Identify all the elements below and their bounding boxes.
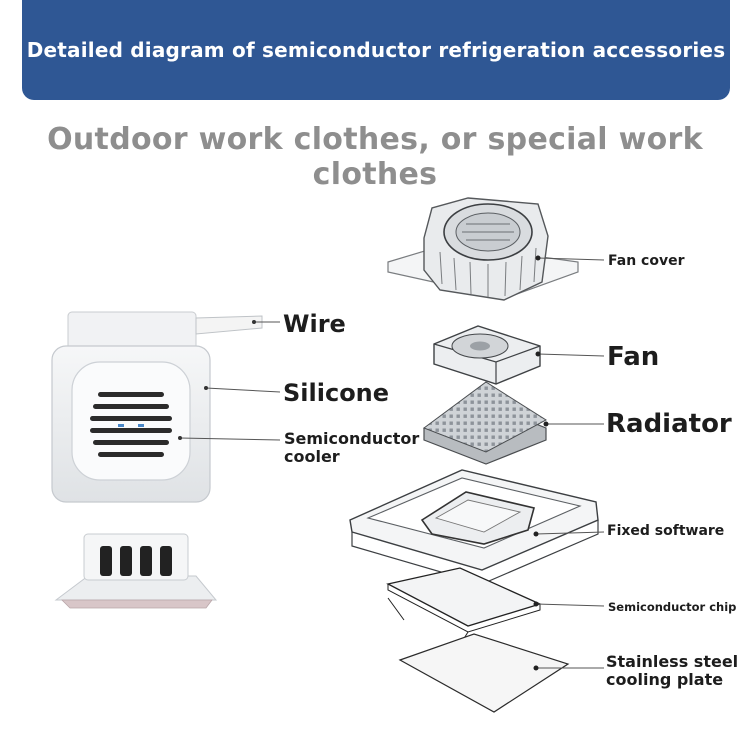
label-semiconductor-cooler-1: Semiconductor — [284, 429, 420, 448]
label-stainless-steel-1: Stainless steel — [606, 652, 739, 671]
semiconductor-chip-part — [386, 567, 542, 649]
label-fan: Fan — [607, 342, 660, 372]
page-subtitle: Outdoor work clothes, or special work cl… — [47, 122, 703, 192]
fan-part — [433, 325, 541, 385]
cooler-photo-top — [51, 311, 263, 503]
label-radiator: Radiator — [606, 409, 732, 439]
header-banner: Detailed diagram of semiconductor refrig… — [22, 0, 730, 100]
label-stainless-steel-2: cooling plate — [606, 670, 724, 689]
stainless-plate-part — [398, 633, 570, 713]
label-semiconductor-cooler-2: cooler — [284, 447, 340, 466]
label-fan-cover: Fan cover — [608, 253, 685, 269]
fan-cover-part — [387, 197, 579, 301]
fixed-software-part — [349, 469, 599, 585]
cooler-photo-bottom — [54, 533, 218, 609]
label-wire: Wire — [283, 310, 346, 338]
label-silicone: Silicone — [283, 379, 390, 407]
page-title: Detailed diagram of semiconductor refrig… — [26, 38, 726, 62]
label-fixed-software: Fixed software — [607, 523, 725, 539]
label-semiconductor-chip: Semiconductor chip — [608, 600, 737, 614]
radiator-part — [422, 381, 547, 465]
